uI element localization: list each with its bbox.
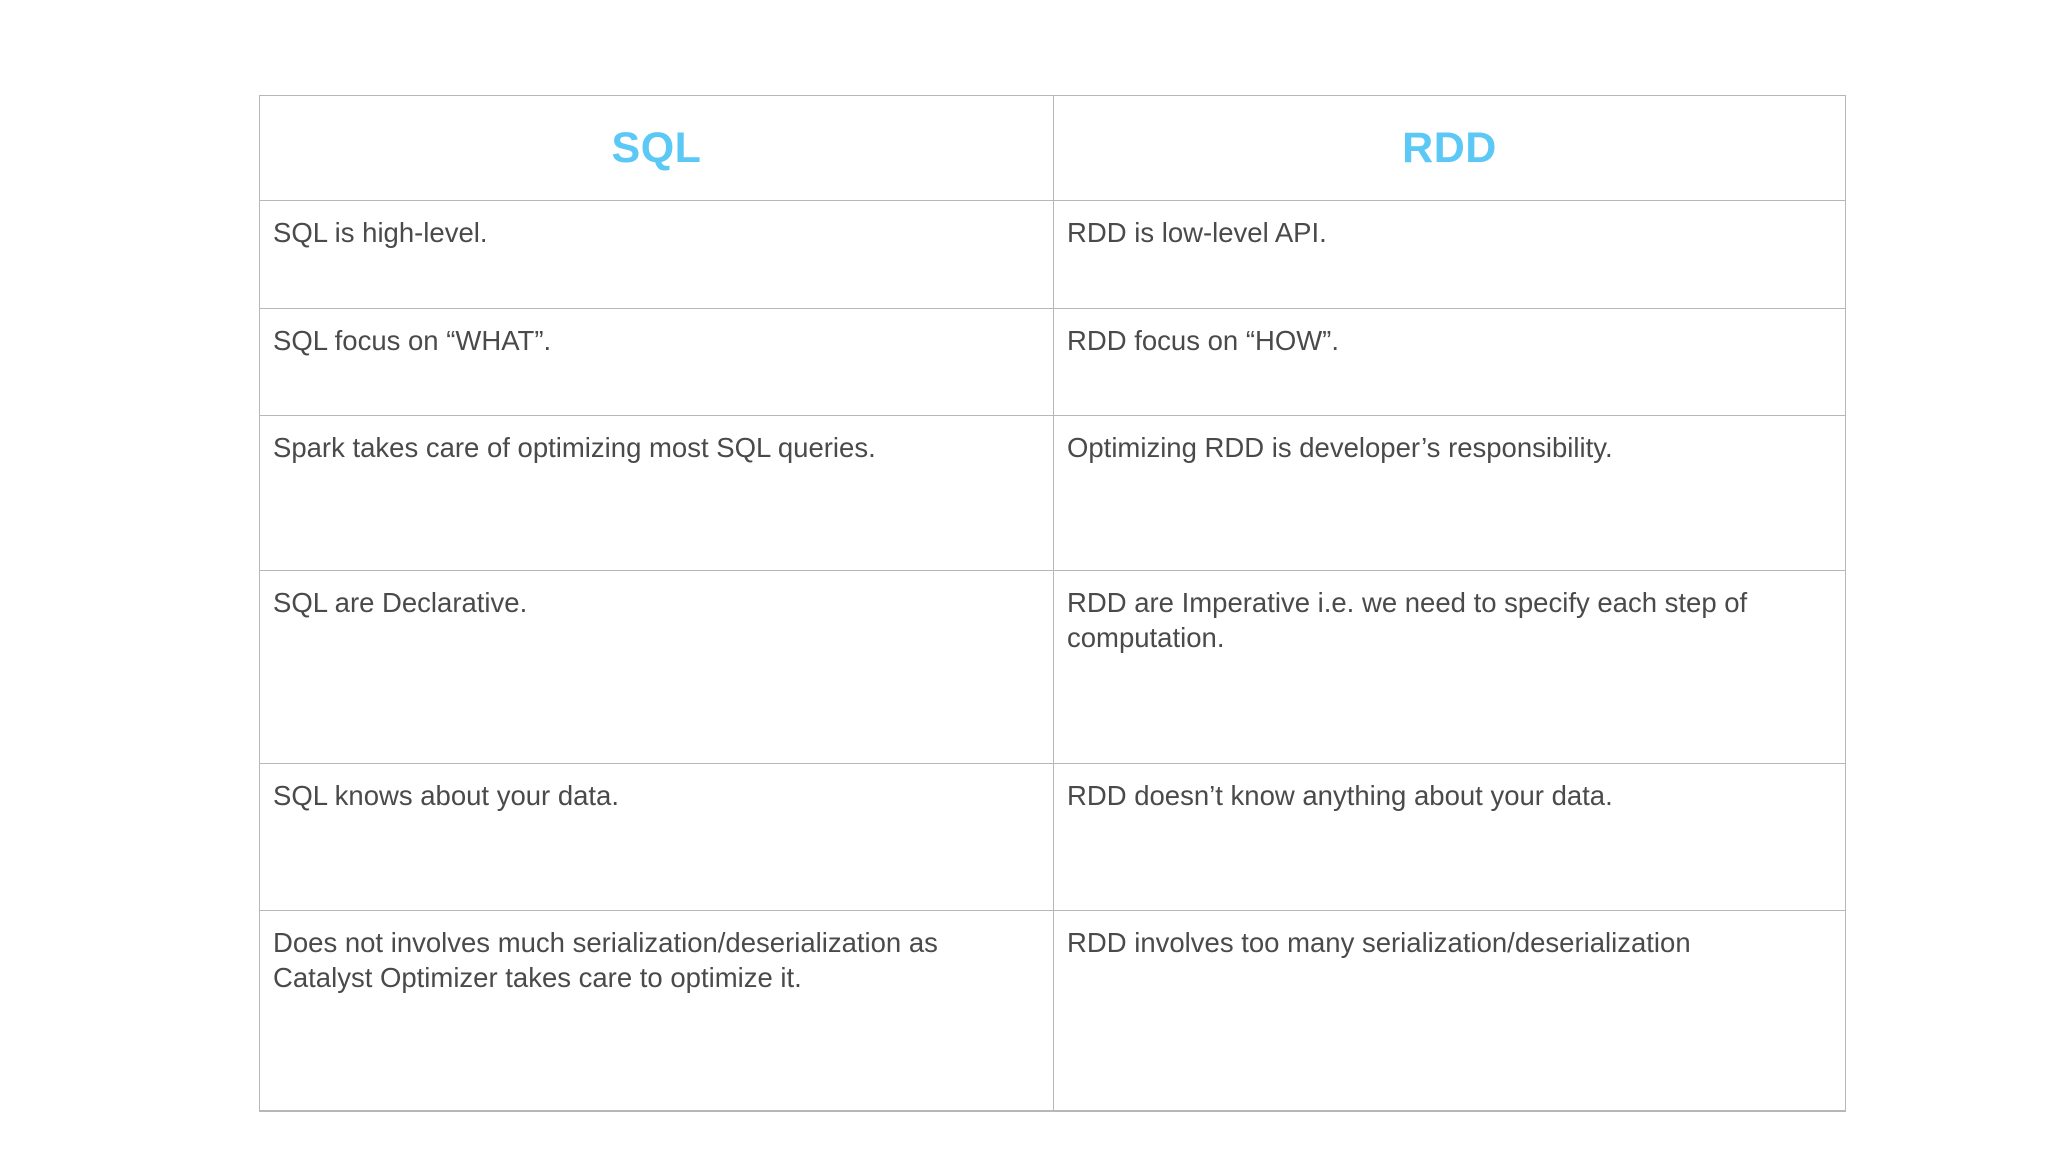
cell-text: RDD focus on “HOW”.	[1067, 325, 1339, 356]
cell-rdd: RDD doesn’t know anything about your dat…	[1053, 763, 1846, 911]
table-row: Does not involves much serialization/des…	[259, 910, 1846, 1112]
cell-sql: SQL are Declarative.	[259, 570, 1054, 764]
cell-text: Does not involves much serialization/des…	[273, 927, 938, 994]
table-row: Spark takes care of optimizing most SQL …	[259, 415, 1846, 571]
column-header-sql: SQL	[259, 95, 1054, 201]
table-body: SQL is high-level. RDD is low-level API.…	[259, 200, 1846, 1112]
table-row: SQL knows about your data. RDD doesn’t k…	[259, 763, 1846, 911]
cell-text: Spark takes care of optimizing most SQL …	[273, 432, 876, 463]
column-header-rdd: RDD	[1053, 95, 1846, 201]
cell-text: Optimizing RDD is developer’s responsibi…	[1067, 432, 1613, 463]
table-row: SQL are Declarative. RDD are Imperative …	[259, 570, 1846, 764]
cell-text: SQL knows about your data.	[273, 780, 619, 811]
cell-rdd: RDD focus on “HOW”.	[1053, 308, 1846, 416]
cell-text: RDD doesn’t know anything about your dat…	[1067, 780, 1613, 811]
cell-sql: Does not involves much serialization/des…	[259, 910, 1054, 1112]
cell-text: SQL focus on “WHAT”.	[273, 325, 552, 356]
cell-text: RDD are Imperative i.e. we need to speci…	[1067, 587, 1748, 654]
cell-sql: Spark takes care of optimizing most SQL …	[259, 415, 1054, 571]
cell-text: RDD is low-level API.	[1067, 217, 1327, 248]
cell-text: SQL is high-level.	[273, 217, 488, 248]
cell-sql: SQL is high-level.	[259, 200, 1054, 309]
cell-sql: SQL focus on “WHAT”.	[259, 308, 1054, 416]
sql-vs-rdd-comparison-table: SQL RDD SQL is high-level. RDD is low-le…	[259, 95, 1846, 1112]
cell-text: RDD involves too many serialization/dese…	[1067, 927, 1691, 958]
cell-rdd: RDD is low-level API.	[1053, 200, 1846, 309]
cell-text: SQL are Declarative.	[273, 587, 528, 618]
table-row: SQL is high-level. RDD is low-level API.	[259, 200, 1846, 309]
table-header-row: SQL RDD	[259, 95, 1846, 201]
cell-rdd: RDD involves too many serialization/dese…	[1053, 910, 1846, 1112]
cell-sql: SQL knows about your data.	[259, 763, 1054, 911]
cell-rdd: Optimizing RDD is developer’s responsibi…	[1053, 415, 1846, 571]
cell-rdd: RDD are Imperative i.e. we need to speci…	[1053, 570, 1846, 764]
table-row: SQL focus on “WHAT”. RDD focus on “HOW”.	[259, 308, 1846, 416]
table-header: SQL RDD	[259, 95, 1846, 201]
